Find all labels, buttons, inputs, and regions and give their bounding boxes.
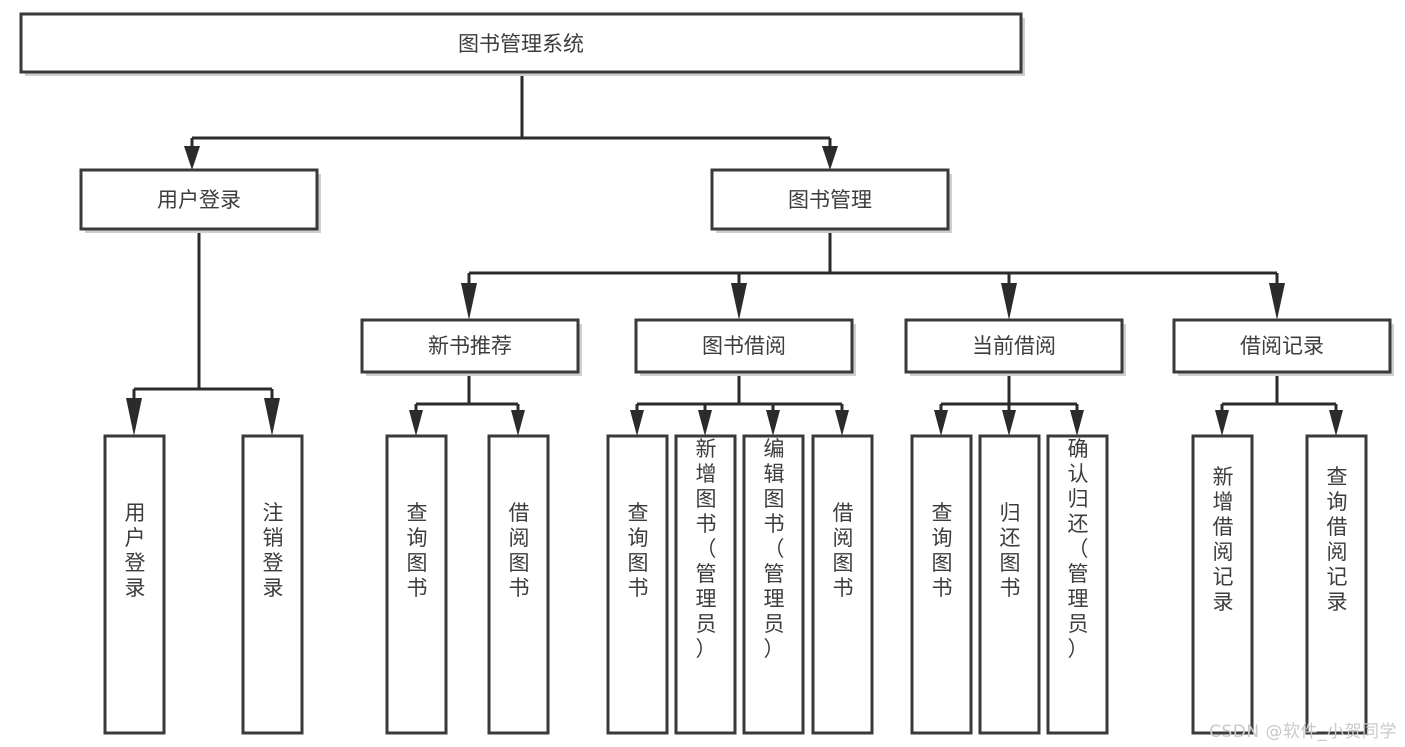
leaf-label: 确认归还（管理员） <box>1068 437 1089 661</box>
leaf-label: 借阅图书 <box>509 501 530 600</box>
arrowhead-bb-leaf-4 <box>835 410 849 436</box>
connector-edges <box>126 76 1343 436</box>
book-borrow-label: 图书借阅 <box>702 334 786 358</box>
leaf-label: 查询图书 <box>932 501 953 600</box>
leaf-box <box>103 434 166 735</box>
leaf-label: 用户登录 <box>125 501 146 600</box>
leaf-box <box>910 434 973 735</box>
leaf-user-login-logout[interactable]: 注销登录 <box>241 434 304 735</box>
borrow-records-label: 借阅记录 <box>1240 334 1324 358</box>
leaf-box <box>1305 434 1368 735</box>
new-book-recommend-box <box>360 318 580 374</box>
leaf-bookborrow-edit-book[interactable]: 编辑图书（管理员） <box>742 434 805 735</box>
arrowhead-br-leaf-2 <box>1329 410 1343 436</box>
arrowhead-login <box>184 146 200 170</box>
arrowhead-login-leaf-2 <box>264 398 280 436</box>
leaf-currentborrow-return-book[interactable]: 归还图书 <box>978 434 1041 735</box>
leaf-label: 注销登录 <box>263 501 284 600</box>
leaf-box <box>811 434 874 735</box>
leaf-label: 查询图书 <box>407 501 428 600</box>
arrowhead-login-leaf-1 <box>126 398 142 436</box>
arrowhead-nb-leaf-2 <box>511 410 525 436</box>
arrowhead-bb-leaf-1 <box>630 410 644 436</box>
node-book-borrow[interactable]: 图书借阅 <box>634 318 856 376</box>
node-new-book-recommend[interactable]: 新书推荐 <box>360 318 582 376</box>
leaf-label: 新增借阅记录 <box>1213 465 1234 614</box>
leaf-bookborrow-borrow-book[interactable]: 借阅图书 <box>811 434 874 735</box>
root-box <box>19 12 1023 74</box>
leaf-user-login-login[interactable]: 用户登录 <box>103 434 166 735</box>
user-login-box <box>79 168 319 231</box>
leaf-currentborrow-query-book[interactable]: 查询图书 <box>910 434 973 735</box>
arrowhead-mid-3 <box>1001 283 1017 320</box>
node-user-login[interactable]: 用户登录 <box>79 168 321 233</box>
leaf-box <box>742 434 805 735</box>
borrow-records-box <box>1172 318 1392 374</box>
leaf-box <box>1191 434 1254 735</box>
leaf-box <box>241 434 304 735</box>
book-management-label: 图书管理 <box>788 188 872 212</box>
arrowhead-mid-1 <box>461 283 477 320</box>
leaf-label: 查询图书 <box>628 501 649 600</box>
leaf-box <box>978 434 1041 735</box>
arrowhead-bb-leaf-2 <box>698 410 712 436</box>
arrowhead-cb-leaf-3 <box>1070 410 1084 436</box>
leaf-label: 编辑图书（管理员） <box>764 437 785 661</box>
leaf-currentborrow-confirm-return[interactable]: 确认归还（管理员） <box>1046 434 1109 735</box>
leaf-label: 归还图书 <box>1000 501 1021 600</box>
leaf-records-add-record[interactable]: 新增借阅记录 <box>1191 434 1254 735</box>
leaf-bookborrow-add-book[interactable]: 新增图书（管理员） <box>674 434 737 735</box>
arrowhead-bb-leaf-3 <box>766 410 780 436</box>
node-borrow-records[interactable]: 借阅记录 <box>1172 318 1394 376</box>
leaf-box <box>606 434 669 735</box>
leaf-newbook-borrow-book[interactable]: 借阅图书 <box>487 434 550 735</box>
arrowhead-mid-2 <box>731 283 747 320</box>
leaf-box <box>1046 434 1109 735</box>
arrowhead-br-leaf-1 <box>1215 410 1229 436</box>
leaf-box <box>385 434 448 735</box>
arrowhead-mid-4 <box>1269 283 1285 320</box>
book-management-box <box>710 168 950 231</box>
node-current-borrow[interactable]: 当前借阅 <box>904 318 1126 376</box>
current-borrow-box <box>904 318 1124 374</box>
arrowhead-nb-leaf-1 <box>409 410 423 436</box>
node-root[interactable]: 图书管理系统 <box>19 12 1025 76</box>
new-book-recommend-label: 新书推荐 <box>428 334 512 358</box>
leaf-label: 借阅图书 <box>833 501 854 600</box>
leaf-newbook-query-book[interactable]: 查询图书 <box>385 434 448 735</box>
arrowhead-cb-leaf-2 <box>1002 410 1016 436</box>
current-borrow-label: 当前借阅 <box>972 334 1056 358</box>
book-borrow-box <box>634 318 854 374</box>
leaf-label: 新增图书（管理员） <box>696 437 717 661</box>
arrowhead-cb-leaf-1 <box>934 410 948 436</box>
node-book-management[interactable]: 图书管理 <box>710 168 952 233</box>
arrowhead-bookmgmt <box>822 146 838 170</box>
leaf-box <box>674 434 737 735</box>
leaf-records-query-record[interactable]: 查询借阅记录 <box>1305 434 1368 735</box>
user-login-label: 用户登录 <box>157 188 241 212</box>
leaf-bookborrow-query-book[interactable]: 查询图书 <box>606 434 669 735</box>
root-label: 图书管理系统 <box>458 32 584 56</box>
leaf-box <box>487 434 550 735</box>
leaf-label: 查询借阅记录 <box>1327 465 1348 614</box>
